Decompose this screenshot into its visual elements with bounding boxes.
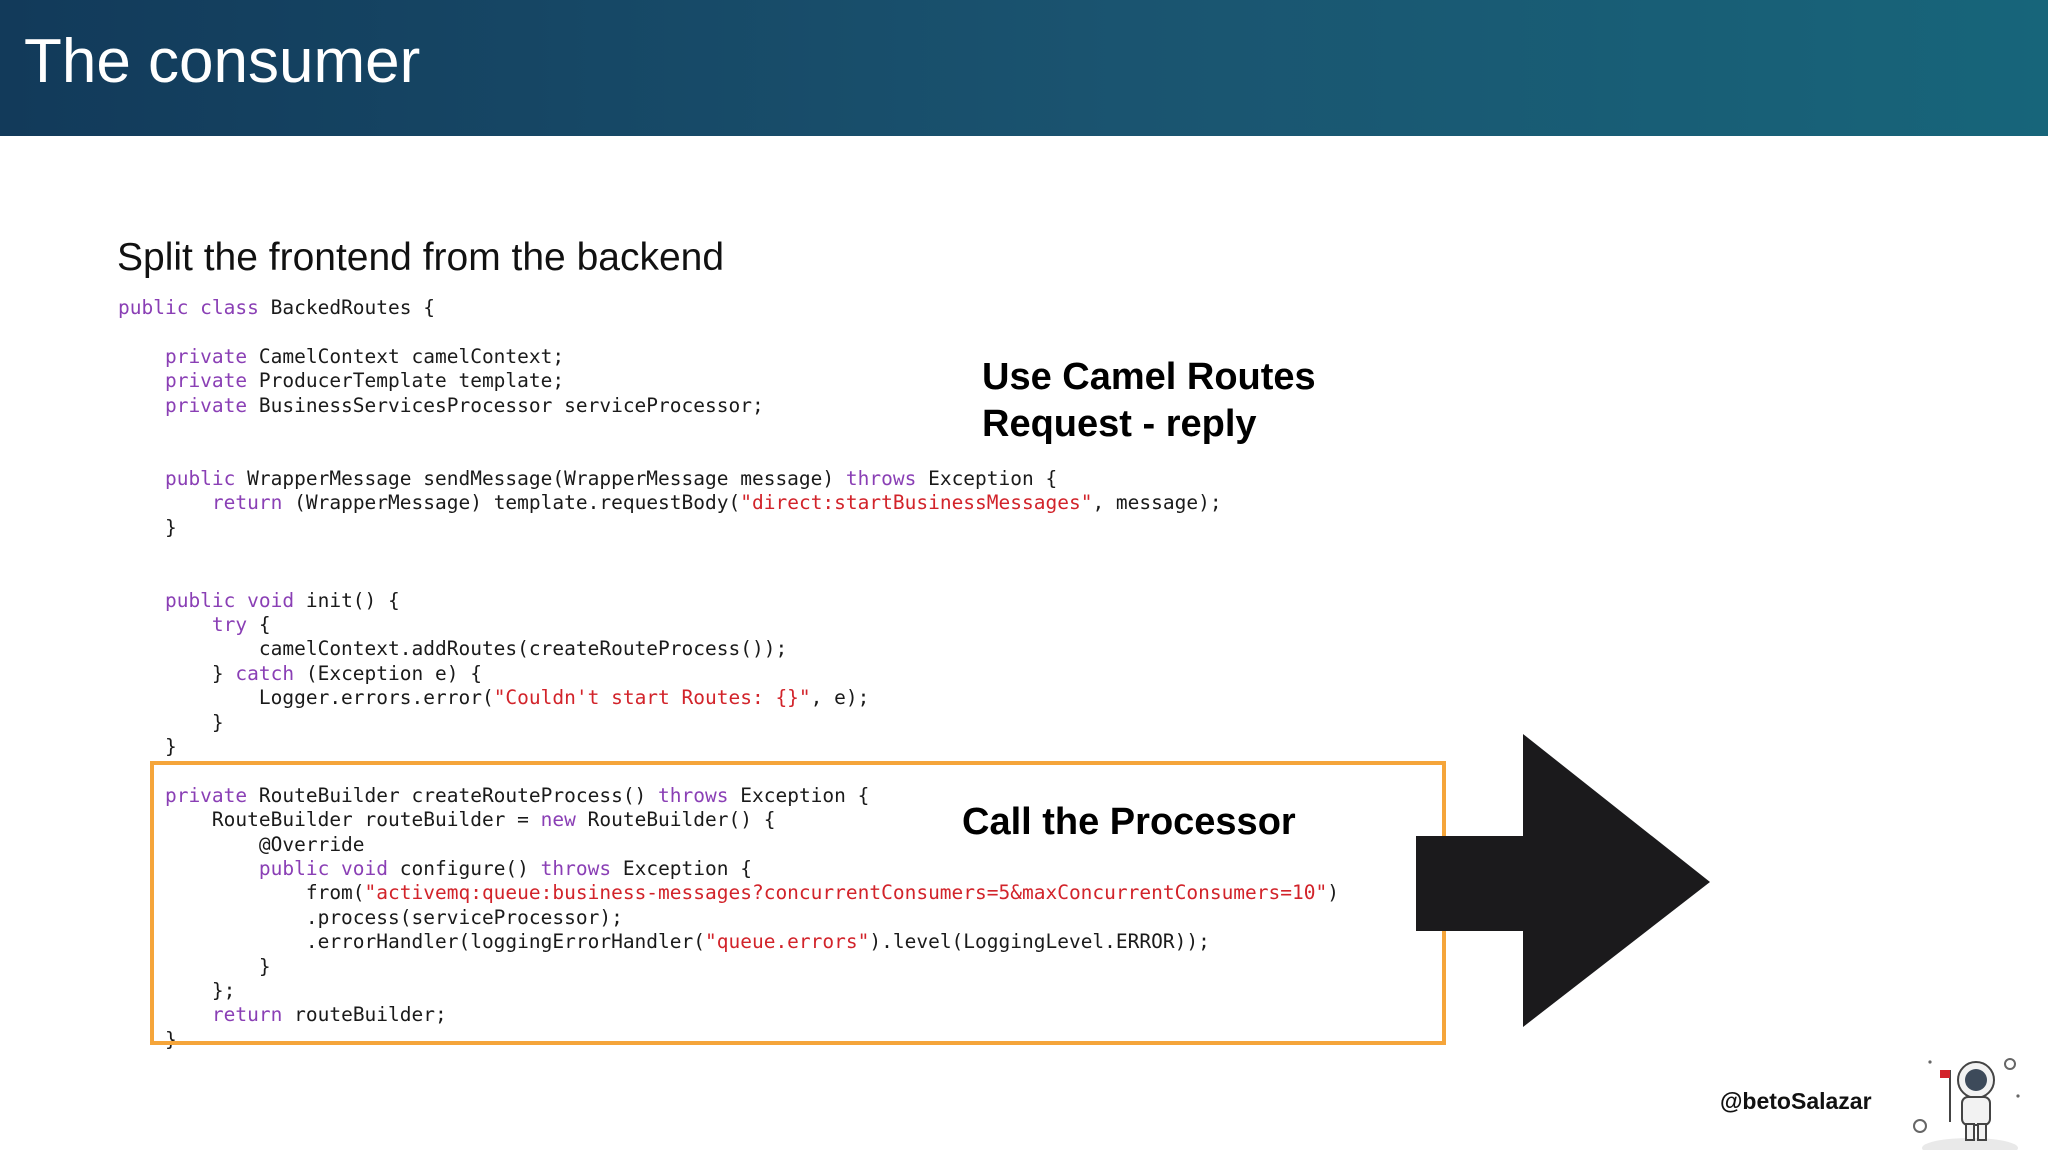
code-line: } [118, 516, 1339, 540]
code-line: return routeBuilder; [118, 1003, 1339, 1027]
code-text: , e); [810, 686, 870, 710]
slide-subtitle: Split the frontend from the backend [117, 236, 725, 279]
code-line: RouteBuilder routeBuilder = new RouteBui… [118, 808, 1339, 832]
code-keyword: public void [118, 588, 295, 612]
annotation-line-1: Use Camel Routes [982, 356, 1316, 398]
code-line: .process(serviceProcessor); [118, 906, 1339, 930]
code-keyword: return [118, 491, 283, 515]
code-text: ) [1327, 881, 1339, 905]
code-text: CamelContext camelContext; [247, 344, 565, 368]
code-keyword: public class [118, 296, 259, 319]
code-text: } [118, 735, 177, 759]
code-text: BusinessServicesProcessor serviceProcess… [247, 393, 764, 417]
code-text: ).level(LoggingLevel.ERROR)); [869, 930, 1210, 954]
code-line [118, 540, 1339, 564]
code-line: return (WrapperMessage) template.request… [118, 491, 1339, 515]
code-text: init() { [294, 588, 400, 612]
code-line: private ProducerTemplate template; [118, 369, 1339, 393]
code-keyword: catch [235, 661, 295, 685]
code-line: public void init() { [118, 589, 1339, 613]
code-text: camelContext.addRoutes(createRouteProces… [118, 637, 788, 661]
code-text: Exception { [611, 856, 752, 880]
code-line: } [118, 955, 1339, 979]
code-text: } [118, 1027, 177, 1051]
code-block: public class BackedRoutes { private Came… [118, 296, 1339, 1052]
code-keyword: throws [658, 783, 729, 807]
annotation-processor: Call the Processor [962, 801, 1296, 843]
code-line: }; [118, 979, 1339, 1003]
code-string: "Couldn't start Routes: {}" [493, 686, 811, 710]
code-text: BackedRoutes { [258, 296, 435, 319]
code-line: } [118, 711, 1339, 735]
code-text: } [118, 661, 236, 685]
code-keyword: new [540, 808, 576, 832]
code-line [118, 320, 1339, 344]
code-line: } [118, 735, 1339, 759]
code-line [118, 564, 1339, 588]
code-line: private CamelContext camelContext; [118, 345, 1339, 369]
twitter-handle: @betoSalazar [1720, 1088, 1872, 1114]
code-line: public class BackedRoutes { [118, 296, 1339, 320]
code-line: private RouteBuilder createRouteProcess(… [118, 784, 1339, 808]
code-line: public void configure() throws Exception… [118, 857, 1339, 881]
code-line: } catch (Exception e) { [118, 662, 1339, 686]
code-keyword: private [118, 369, 248, 393]
astronaut-icon [1913, 1058, 2020, 1150]
code-keyword: try [118, 613, 248, 637]
code-line: try { [118, 613, 1339, 637]
code-keyword: public [118, 466, 236, 490]
code-line: Logger.errors.error("Couldn't start Rout… [118, 686, 1339, 710]
code-text: (WrapperMessage) template.requestBody( [282, 491, 741, 515]
slide-header: The consumer [0, 0, 2048, 136]
code-line: camelContext.addRoutes(createRouteProces… [118, 637, 1339, 661]
code-string: "queue.errors" [705, 930, 870, 954]
code-text: } [118, 515, 177, 539]
code-text: (Exception e) { [294, 661, 482, 685]
code-keyword: throws [845, 466, 917, 490]
code-text: @Override [118, 832, 365, 856]
code-keyword: throws [540, 856, 612, 880]
code-text: ProducerTemplate template; [247, 369, 565, 393]
code-line: from("activemq:queue:business-messages?c… [118, 881, 1339, 905]
code-text: .errorHandler(loggingErrorHandler( [118, 930, 705, 954]
code-line: .errorHandler(loggingErrorHandler("queue… [118, 930, 1339, 954]
code-keyword: private [118, 393, 248, 417]
code-line: @Override [118, 833, 1339, 857]
slide-title: The consumer [24, 27, 421, 96]
code-text: } [118, 954, 271, 978]
code-text: }; [118, 978, 236, 1002]
code-text: from( [118, 881, 365, 905]
code-line: } [118, 1028, 1339, 1052]
code-text: { [247, 613, 271, 637]
code-keyword: public void [118, 856, 389, 880]
code-line: public WrapperMessage sendMessage(Wrappe… [118, 467, 1339, 491]
code-string: "activemq:queue:business-messages?concur… [364, 881, 1328, 905]
code-text: Logger.errors.error( [118, 686, 494, 710]
code-text: routeBuilder; [282, 1003, 447, 1027]
code-keyword: private [118, 344, 248, 368]
code-text: RouteBuilder() { [575, 808, 776, 832]
code-text: Exception { [916, 466, 1058, 490]
code-keyword: private [118, 783, 248, 807]
right-arrow-icon [1416, 734, 1710, 1027]
code-keyword: return [118, 1003, 283, 1027]
code-text: RouteBuilder routeBuilder = [118, 808, 541, 832]
code-text: .process(serviceProcessor); [118, 905, 623, 929]
code-text: } [118, 710, 224, 734]
code-text: configure() [388, 856, 541, 880]
code-text: , message); [1092, 491, 1222, 515]
code-string: "direct:startBusinessMessages" [740, 491, 1093, 515]
annotation-line-2: Request - reply [982, 403, 1257, 445]
annotation-camel-routes: Use Camel Routes Request - reply [982, 354, 1316, 448]
code-text: WrapperMessage sendMessage(WrapperMessag… [235, 466, 846, 490]
code-text: RouteBuilder createRouteProcess() [247, 783, 659, 807]
code-line: private BusinessServicesProcessor servic… [118, 394, 1339, 418]
code-text: Exception { [728, 783, 870, 807]
